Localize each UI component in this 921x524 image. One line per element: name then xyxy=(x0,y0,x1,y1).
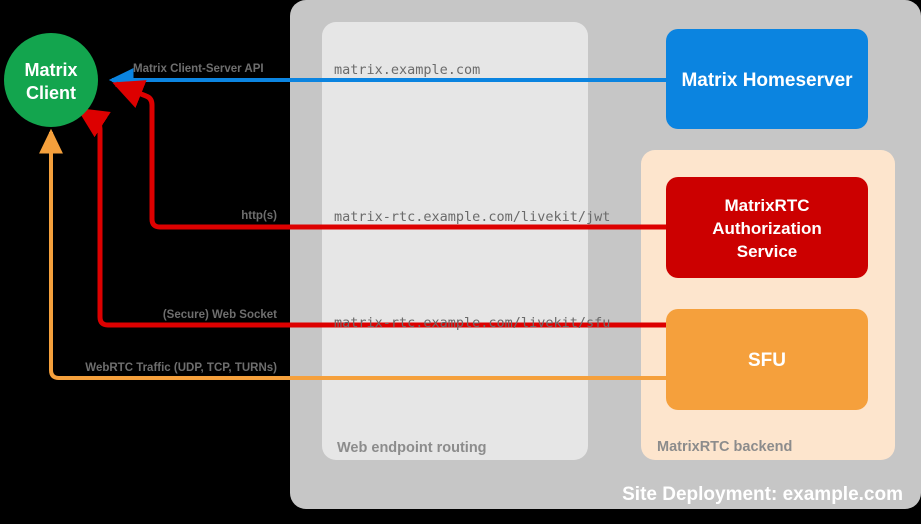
edge-label-matrix-client-server-api: Matrix Client-Server API xyxy=(133,63,264,75)
matrixrtc-backend-caption: MatrixRTC backend xyxy=(657,439,792,455)
node-matrix-homeserver[interactable]: Matrix Homeserver xyxy=(666,29,868,129)
auth-service-label-line1: MatrixRTC xyxy=(724,196,809,215)
edge-http-jwt xyxy=(112,80,666,230)
endpoint-matrix-example-com: matrix.example.com xyxy=(334,62,480,78)
edge-label-secure-websocket: (Secure) Web Socket xyxy=(163,309,277,321)
site-deployment-caption: Site Deployment: example.com xyxy=(622,484,903,505)
edge-secure-websocket xyxy=(76,107,666,328)
auth-service-label-line2: Authorization xyxy=(712,219,822,238)
endpoint-livekit-sfu: matrix-rtc.example.com/livekit/sfu xyxy=(334,315,610,331)
edge-webrtc-traffic xyxy=(39,128,666,380)
sfu-label: SFU xyxy=(748,350,786,371)
node-sfu[interactable]: SFU xyxy=(666,309,868,410)
auth-service-label-line3: Service xyxy=(737,242,798,261)
edge-label-webrtc-traffic: WebRTC Traffic (UDP, TCP, TURNs) xyxy=(85,362,277,374)
matrix-client-label-line1: Matrix xyxy=(24,60,77,80)
node-matrix-client[interactable]: Matrix Client xyxy=(4,33,98,127)
endpoint-livekit-jwt: matrix-rtc.example.com/livekit/jwt xyxy=(334,209,610,225)
web-endpoint-routing-container xyxy=(322,22,588,460)
matrix-homeserver-label: Matrix Homeserver xyxy=(681,70,853,91)
edge-label-http-jwt: http(s) xyxy=(241,210,277,222)
node-matrixrtc-authorization-service[interactable]: MatrixRTC Authorization Service xyxy=(666,177,868,278)
web-endpoint-routing-caption: Web endpoint routing xyxy=(337,440,487,456)
matrix-client-label-line2: Client xyxy=(26,83,76,103)
